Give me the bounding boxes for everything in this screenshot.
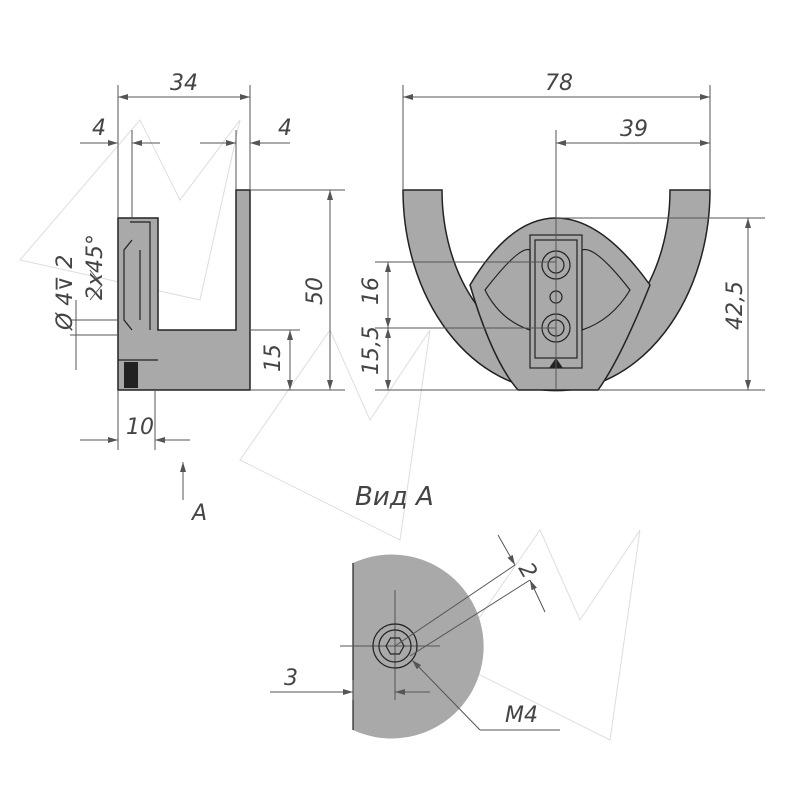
- dim-34: 34: [170, 71, 198, 96]
- dim-3: 3: [284, 666, 298, 691]
- view-arrow-label: A: [190, 501, 207, 526]
- screw-thread-icon: [124, 362, 138, 388]
- dim-50: 50: [303, 277, 328, 305]
- dim-39: 39: [620, 117, 648, 142]
- dim-4-right: 4: [278, 116, 292, 141]
- dim-chamfer: 2x45°: [83, 234, 108, 300]
- dim-hole: Ø 4⊽ 2: [53, 255, 78, 331]
- front-view: 78 39 42,5 16 15,5: [359, 71, 765, 392]
- dim-4-left: 4: [92, 116, 106, 141]
- side-view: 34 4 4 Ø 4⊽ 2 2x45° 50 15 10 A: [53, 71, 345, 526]
- dim-78: 78: [545, 71, 573, 96]
- dim-15: 15: [261, 344, 286, 372]
- view-title: Вид А: [355, 482, 434, 512]
- dim-15-5: 15,5: [359, 326, 384, 375]
- watermark-logo: [19, 119, 641, 741]
- bottom-view: Вид А 2 3 M4: [270, 482, 560, 739]
- hex-socket-icon: [385, 637, 405, 655]
- dim-10: 10: [126, 415, 154, 440]
- dim-2: 2: [513, 559, 542, 584]
- dim-42-5: 42,5: [723, 281, 748, 330]
- dim-m4: M4: [505, 703, 538, 728]
- dim-16: 16: [359, 277, 384, 305]
